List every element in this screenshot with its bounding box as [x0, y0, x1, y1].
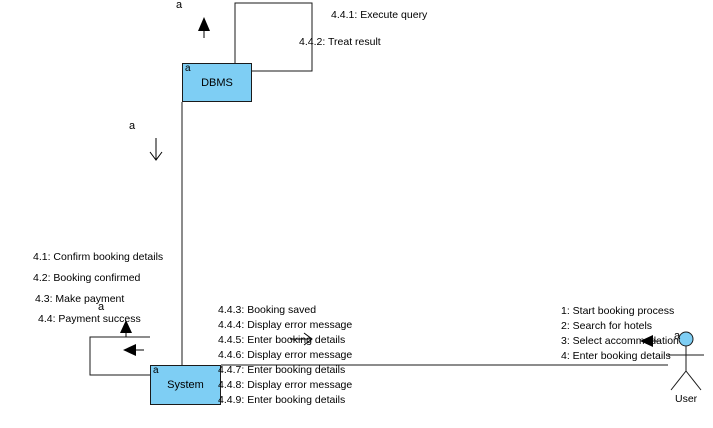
message-4-3: 4.3: Make payment [35, 293, 125, 305]
message-4-2: 4.2: Booking confirmed [33, 272, 141, 284]
system-object-tag: a [153, 365, 159, 376]
system-self-arrow-up-head [120, 320, 132, 333]
system-self-link [89, 336, 150, 376]
message-4-4-5: 4.4.5: Enter booking details [218, 334, 346, 346]
system-object[interactable]: a System [150, 365, 221, 405]
message-4-4-3: 4.4.3: Booking saved [218, 304, 317, 316]
dbms-to-system-arrow-head [149, 151, 163, 161]
user-actor-label: User [675, 393, 698, 405]
message-4-4-2: 4.4.2: Treat result [299, 36, 381, 48]
system-self-arrow-left-head [123, 344, 136, 356]
user-to-system-arrow-head [640, 335, 653, 347]
dbms-self-arrow-head [198, 17, 210, 31]
message-3: 3: Select accommodation [561, 335, 679, 347]
user-role-marker: a [674, 330, 681, 342]
system-object-label: System [167, 379, 204, 391]
message-4-1: 4.1: Confirm booking details [33, 251, 164, 263]
message-4: 4: Enter booking details [561, 350, 671, 362]
message-4-4-6: 4.4.6: Display error message [218, 349, 353, 361]
message-4-4: 4.4: Payment success [38, 313, 141, 325]
message-2: 2: Search for hotels [561, 320, 653, 332]
message-4-4-9: 4.4.9: Enter booking details [218, 394, 346, 406]
dbms-object[interactable]: a DBMS [182, 63, 252, 102]
message-4-4-4: 4.4.4: Display error message [218, 319, 353, 331]
dbms-object-label: DBMS [201, 76, 233, 89]
message-4-4-8: 4.4.8: Display error message [218, 379, 353, 391]
system-self-role-marker: a [98, 301, 105, 313]
message-4-4-1: 4.4.1: Execute query [331, 9, 428, 21]
dbms-system-role-marker: a [129, 120, 136, 132]
dbms-self-link [234, 2, 313, 74]
system-to-user-arrow-head [303, 332, 313, 346]
dbms-object-tag: a [185, 63, 191, 74]
dbms-self-role-marker: a [176, 0, 183, 11]
message-4-4-7: 4.4.7: Enter booking details [218, 364, 346, 376]
message-1: 1: Start booking process [561, 305, 675, 317]
user-actor-icon [668, 331, 704, 391]
